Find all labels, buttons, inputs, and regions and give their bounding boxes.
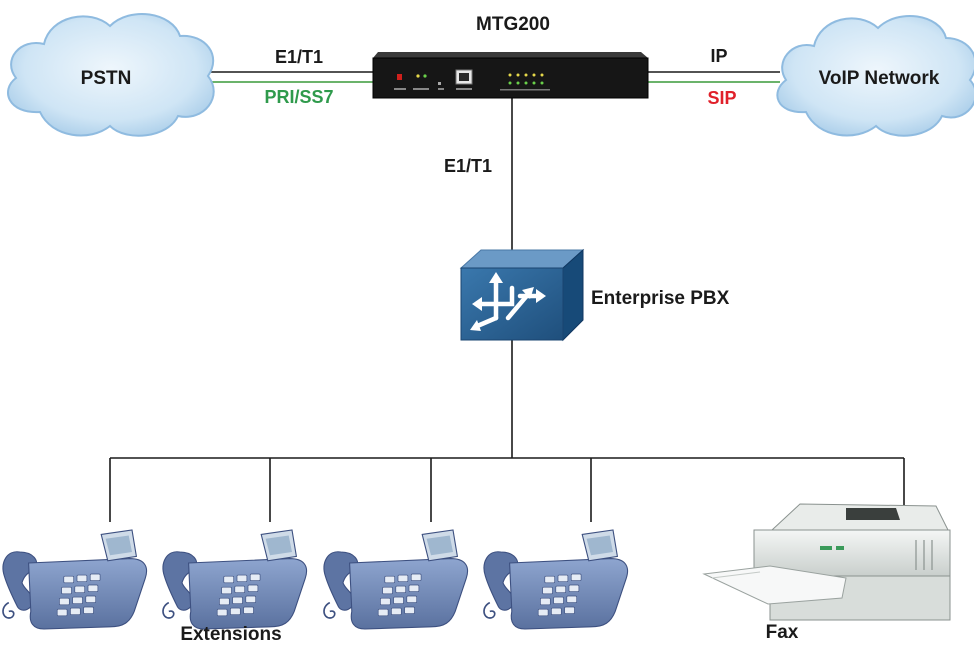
pstn-link-label: E1/T1 xyxy=(275,47,323,67)
voip-cloud xyxy=(776,14,974,137)
extension-phone-2 xyxy=(162,529,308,630)
ip-link-label: IP xyxy=(710,46,727,66)
connection-lines xyxy=(109,71,905,522)
pbx-label: Enterprise PBX xyxy=(591,288,730,309)
extension-phone-4 xyxy=(483,529,629,630)
pri-ss7-label: PRI/SS7 xyxy=(264,87,333,107)
extension-phone-3 xyxy=(323,529,469,630)
fax-label: Fax xyxy=(766,622,799,643)
extensions-label: Extensions xyxy=(180,624,281,645)
voip-network-label: VoIP Network xyxy=(819,68,940,89)
device-name: MTG200 xyxy=(476,14,550,35)
mtg200-device xyxy=(372,52,649,99)
pstn-label: PSTN xyxy=(81,68,132,89)
sip-label: SIP xyxy=(707,88,736,108)
extension-phone-1 xyxy=(2,529,148,630)
fax-machine-icon xyxy=(702,503,951,621)
pbx-link-label: E1/T1 xyxy=(444,156,492,176)
pbx-icon xyxy=(459,248,585,342)
pstn-cloud xyxy=(7,12,215,137)
